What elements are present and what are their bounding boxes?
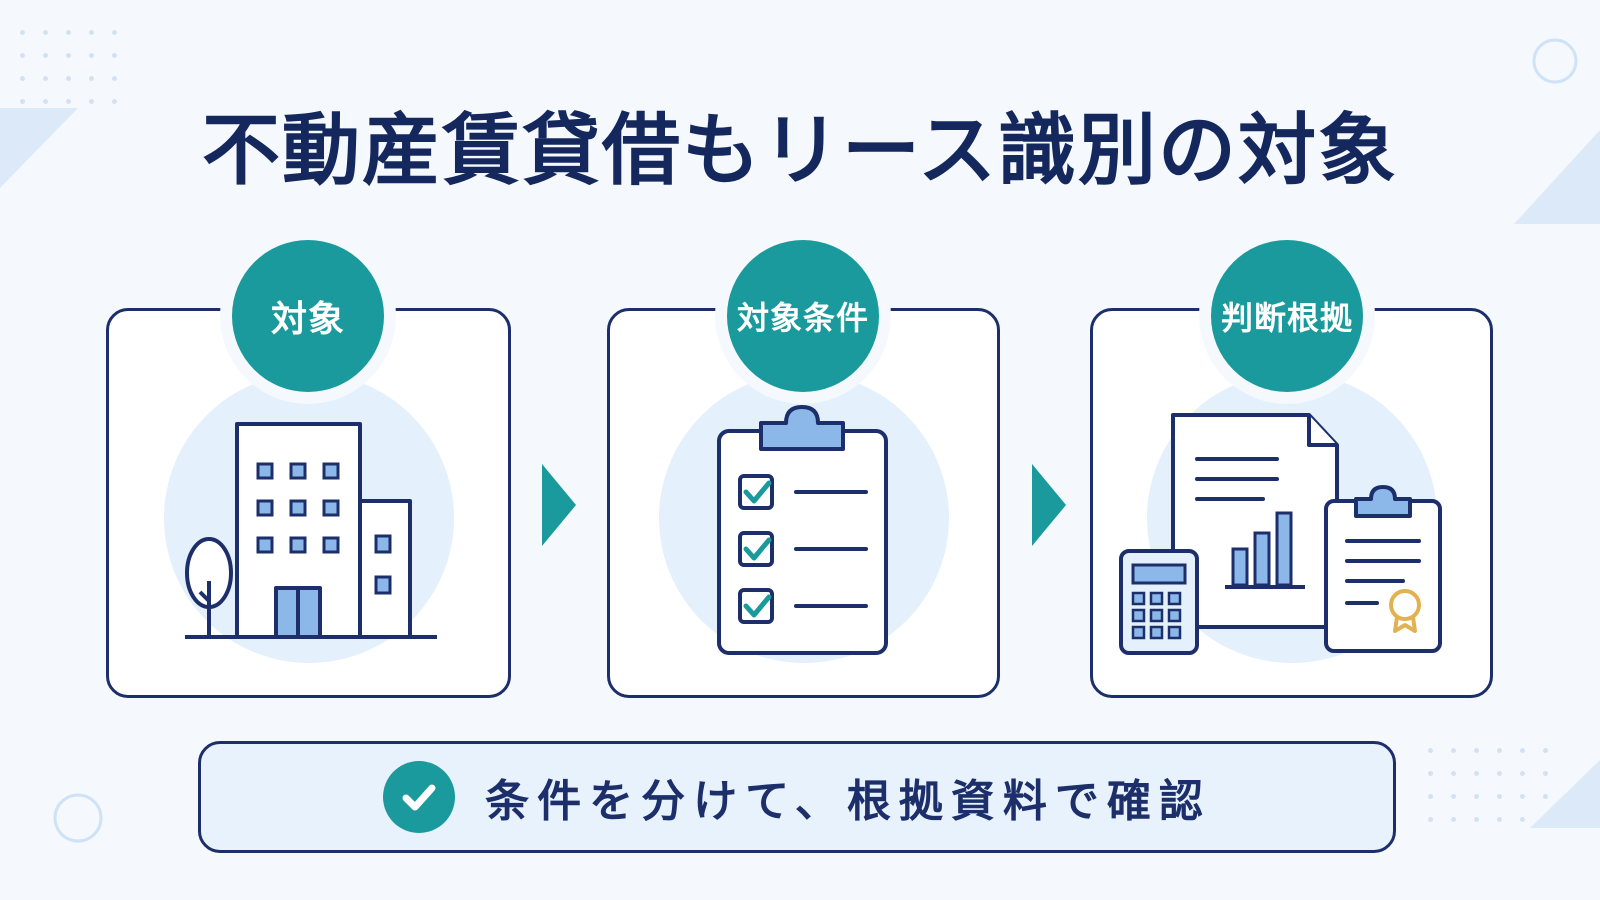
decor-triangle-bottom-right — [1530, 760, 1600, 828]
decor-triangle-left — [0, 108, 78, 188]
office-building-icon — [185, 422, 437, 639]
conclusion-text: 条件を分けて、根拠資料で確認 — [485, 776, 1211, 827]
decor-ring-bottom-left — [53, 793, 103, 843]
step-card-target — [106, 308, 511, 698]
check-circle-icon — [383, 761, 456, 833]
arrow-right-icon — [542, 464, 576, 546]
decor-dots-top-left — [20, 30, 117, 104]
step-card-conditions — [607, 308, 1000, 698]
documents-calculator-icon — [1119, 413, 1442, 655]
step-badge-basis: 判断根拠 — [1211, 240, 1363, 392]
page-title: 不動産賃貸借もリース識別の対象 — [201, 106, 1399, 196]
arrow-right-icon — [1032, 464, 1066, 546]
step-badge-conditions: 対象条件 — [727, 240, 879, 392]
decor-ring-top-right — [1532, 38, 1578, 84]
conclusion-banner: 条件を分けて、根拠資料で確認 — [198, 741, 1396, 853]
checklist-clipboard-icon — [717, 405, 888, 655]
decor-triangle-right — [1514, 130, 1600, 224]
decor-dots-bottom-right — [1428, 748, 1548, 822]
step-badge-target: 対象 — [232, 240, 384, 392]
